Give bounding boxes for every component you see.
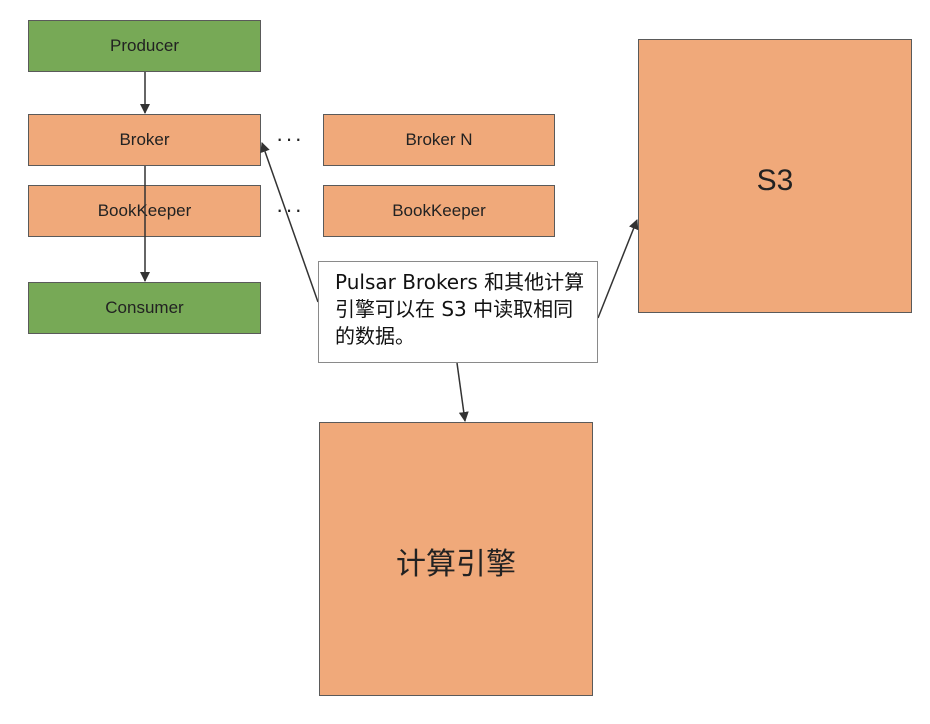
callout-note: Pulsar Brokers 和其他计算引擎可以在 S3 中读取相同的数据。 <box>318 261 598 363</box>
s3-node: S3 <box>638 39 912 313</box>
ellipsis-top: ··· <box>276 126 304 151</box>
ellipsis-bottom: ··· <box>276 197 304 222</box>
bookkeeper-right-node: BookKeeper <box>323 185 555 237</box>
compute-engine-node: 计算引擎 <box>319 422 593 696</box>
broker-n-node: Broker N <box>323 114 555 166</box>
producer-node: Producer <box>28 20 261 72</box>
broker-node: Broker <box>28 114 261 166</box>
arrow-callout-to-s3 <box>597 219 639 319</box>
arrow-callout-to-broker <box>260 142 319 303</box>
bookkeeper-left-node: BookKeeper <box>28 185 261 237</box>
arrow-callout-to-compute-engine <box>456 362 469 422</box>
consumer-node: Consumer <box>28 282 261 334</box>
